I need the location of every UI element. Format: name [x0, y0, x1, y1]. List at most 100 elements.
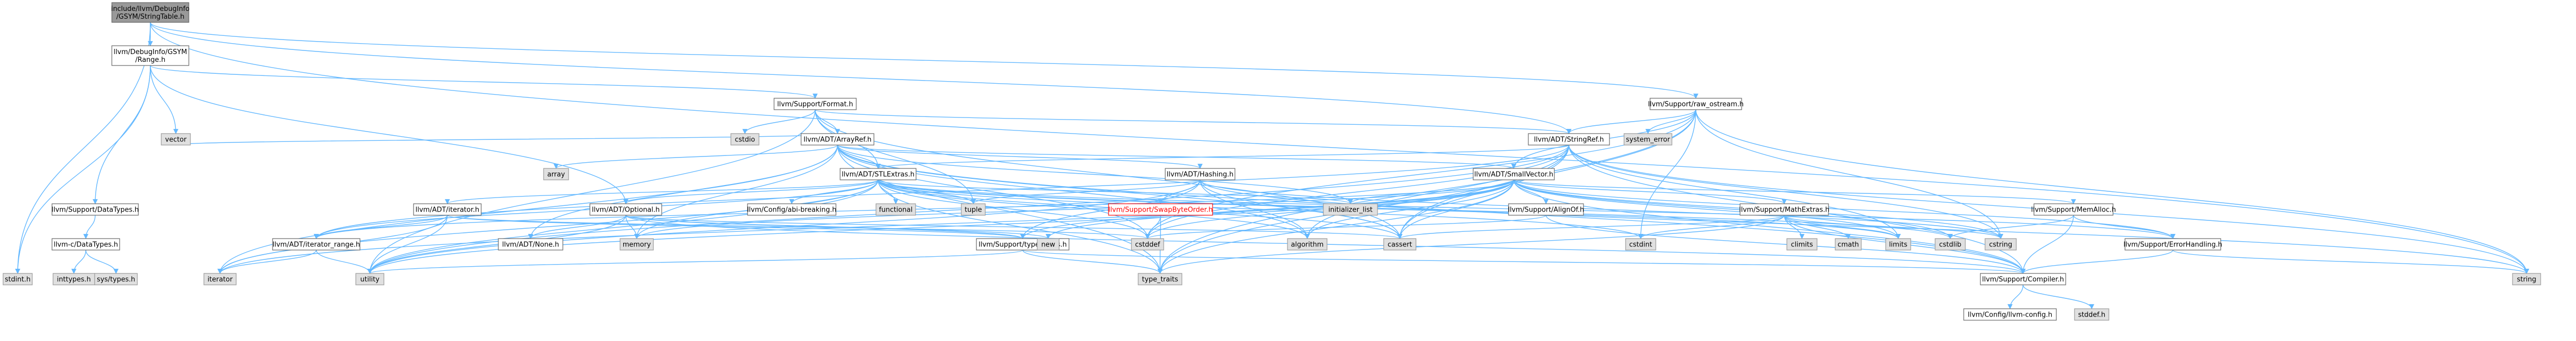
edge-c_datatypes-to-inttypes_h: [71, 250, 86, 274]
edge-type_traits_h-to-utility: [367, 250, 1023, 274]
node-box-vector: [161, 133, 191, 146]
node-iterator_h[interactable]: llvm/ADT/iterator.h: [413, 203, 482, 216]
edge-stlextras-to-iterator_h: [445, 179, 879, 204]
node-alignof[interactable]: llvm/Support/AlignOf.h: [1508, 203, 1585, 216]
node-box-llvm_config: [1963, 308, 2057, 321]
edge-alignof-to-cstddef: [1145, 215, 1547, 239]
edge-type_traits_h-to-type_traits: [1022, 250, 1163, 274]
node-label-mathextras-line-0: llvm/Support/MathExtras.h: [1739, 206, 1830, 214]
node-label-initializer_list-line-0: initializer_list: [1328, 206, 1372, 214]
node-cstdio: cstdio: [730, 133, 759, 146]
node-label-none-line-0: llvm/ADT/None.h: [502, 241, 559, 249]
edge-smallvector-to-cstdlib: [1513, 179, 1953, 239]
node-label-limits-line-0: limits: [1889, 241, 1908, 249]
node-label-inttypes_h-line-0: inttypes.h: [57, 276, 91, 284]
node-box-abi_breaking: [747, 203, 836, 216]
node-box-iterator_range: [272, 238, 360, 251]
edge-mathextras-to-cstdint: [1638, 215, 1785, 239]
node-raw_ostream[interactable]: llvm/Support/raw_ostream.h: [1648, 98, 1744, 110]
node-label-datatypes-line-0: llvm/Support/DataTypes.h: [51, 206, 139, 214]
edge-iterator_h-to-type_traits_h: [447, 215, 1025, 239]
node-label-cstring-line-0: cstring: [1989, 241, 2012, 249]
node-box-utility: [355, 273, 384, 285]
node-label-cmath-line-0: cmath: [1837, 241, 1859, 249]
node-label-new-line-0: new: [1041, 241, 1055, 249]
node-box-cstring: [1985, 238, 2017, 251]
edge-mathextras-to-cmath: [1784, 215, 1851, 239]
node-box-iterator: [203, 273, 237, 285]
node-box-type_traits: [1138, 273, 1182, 285]
node-box-swapbyteorder: [1108, 203, 1213, 216]
edge-arrayref-to-array: [553, 145, 838, 169]
node-hashing[interactable]: llvm/ADT/Hashing.h: [1165, 168, 1235, 180]
edge-arrayref-to-initializer_list: [837, 145, 1353, 204]
edge-arrayref-to-memory: [634, 145, 838, 239]
edge-format-to-tuple: [815, 109, 976, 204]
node-box-algorithm: [1287, 238, 1328, 251]
edge-compiler-to-llvm_config: [2007, 284, 2024, 309]
node-label-tuple-line-0: tuple: [964, 206, 982, 214]
node-swapbyteorder[interactable]: llvm/Support/SwapByteOrder.h: [1108, 203, 1213, 216]
node-label-root-line-0: include/llvm/DebugInfo: [111, 5, 190, 13]
node-box-stlextras: [840, 168, 917, 180]
node-new: new: [1037, 238, 1060, 251]
node-box-cmath: [1835, 238, 1862, 251]
edge-iterator_h-to-iterator_range: [314, 215, 448, 239]
edge-smallvector-to-errorhandling: [1513, 179, 2175, 239]
edge-arrayref-to-algorithm: [837, 145, 1310, 239]
node-smallvector[interactable]: llvm/ADT/SmallVector.h: [1473, 168, 1555, 180]
node-datatypes[interactable]: llvm/Support/DataTypes.h: [51, 203, 139, 216]
node-format[interactable]: llvm/Support/Format.h: [774, 98, 857, 110]
edge-iterator_range-to-iterator: [217, 250, 317, 274]
edge-raw_ostream-to-type_traits: [1157, 109, 1696, 274]
edge-stlextras-to-limits: [878, 179, 1901, 239]
edge-smallvector-to-compiler: [1513, 179, 2026, 274]
node-root[interactable]: include/llvm/DebugInfo/GSYM/StringTable.…: [111, 2, 190, 23]
node-label-cstdio-line-0: cstdio: [735, 136, 755, 144]
edge-mathextras-to-type_traits: [1157, 215, 1785, 274]
edge-optional-to-new: [625, 215, 1051, 239]
node-box-mathextras: [1740, 203, 1829, 216]
node-memalloc[interactable]: llvm/Support/MemAlloc.h: [2031, 203, 2116, 216]
node-box-alignof: [1508, 203, 1584, 216]
node-stlextras[interactable]: llvm/ADT/STLExtras.h: [840, 168, 917, 180]
node-box-arrayref: [801, 133, 874, 146]
node-compiler[interactable]: llvm/Support/Compiler.h: [1980, 273, 2066, 285]
edge-format-to-arrayref: [815, 109, 840, 134]
edge-smallvector-to-memory: [634, 179, 1514, 239]
node-label-range-line-1: /Range.h: [135, 56, 165, 64]
node-range[interactable]: llvm/DebugInfo/GSYM/Range.h: [111, 45, 189, 66]
edge-format-to-utility: [367, 109, 816, 274]
node-iterator_range[interactable]: llvm/ADT/iterator_range.h: [272, 238, 360, 251]
node-limits: limits: [1885, 238, 1911, 251]
node-box-stdint_h: [3, 273, 33, 285]
edge-memalloc-to-errorhandling: [2073, 215, 2175, 239]
node-box-string: [2512, 273, 2541, 285]
node-abi_breaking[interactable]: llvm/Config/abi-breaking.h: [747, 203, 836, 216]
edge-iterator_h-to-utility: [367, 215, 448, 274]
node-layer: include/llvm/DebugInfo/GSYM/StringTable.…: [3, 2, 2541, 321]
node-optional[interactable]: llvm/ADT/Optional.h: [589, 203, 662, 216]
edge-range-to-datatypes: [93, 65, 151, 204]
node-mathextras[interactable]: llvm/Support/MathExtras.h: [1739, 203, 1830, 216]
node-box-c_datatypes: [51, 238, 120, 251]
node-box-memalloc: [2033, 203, 2114, 216]
node-utility: utility: [355, 273, 384, 285]
node-label-llvm_config-line-0: llvm/Config/llvm-config.h: [1968, 311, 2052, 319]
node-climits: climits: [1786, 238, 1818, 251]
node-llvm_config[interactable]: llvm/Config/llvm-config.h: [1963, 308, 2057, 321]
edge-datatypes-to-c_datatypes: [83, 215, 96, 239]
node-label-system_error-line-0: system_error: [1626, 136, 1671, 144]
node-label-functional-line-0: functional: [879, 206, 913, 214]
node-errorhandling[interactable]: llvm/Support/ErrorHandling.h: [2123, 238, 2222, 251]
node-label-stddef_h-line-0: stddef.h: [2078, 311, 2105, 319]
node-none[interactable]: llvm/ADT/None.h: [498, 238, 563, 251]
edge-alignof-to-compiler: [1545, 215, 2026, 274]
node-stringref[interactable]: llvm/ADT/StringRef.h: [1528, 133, 1610, 146]
node-box-hashing: [1165, 168, 1235, 180]
edge-stringref-to-cstddef: [1145, 145, 1569, 239]
node-label-memalloc-line-0: llvm/Support/MemAlloc.h: [2031, 206, 2116, 214]
node-c_datatypes[interactable]: llvm-c/DataTypes.h: [51, 238, 120, 251]
node-algorithm: algorithm: [1287, 238, 1328, 251]
node-arrayref[interactable]: llvm/ADT/ArrayRef.h: [801, 133, 874, 146]
